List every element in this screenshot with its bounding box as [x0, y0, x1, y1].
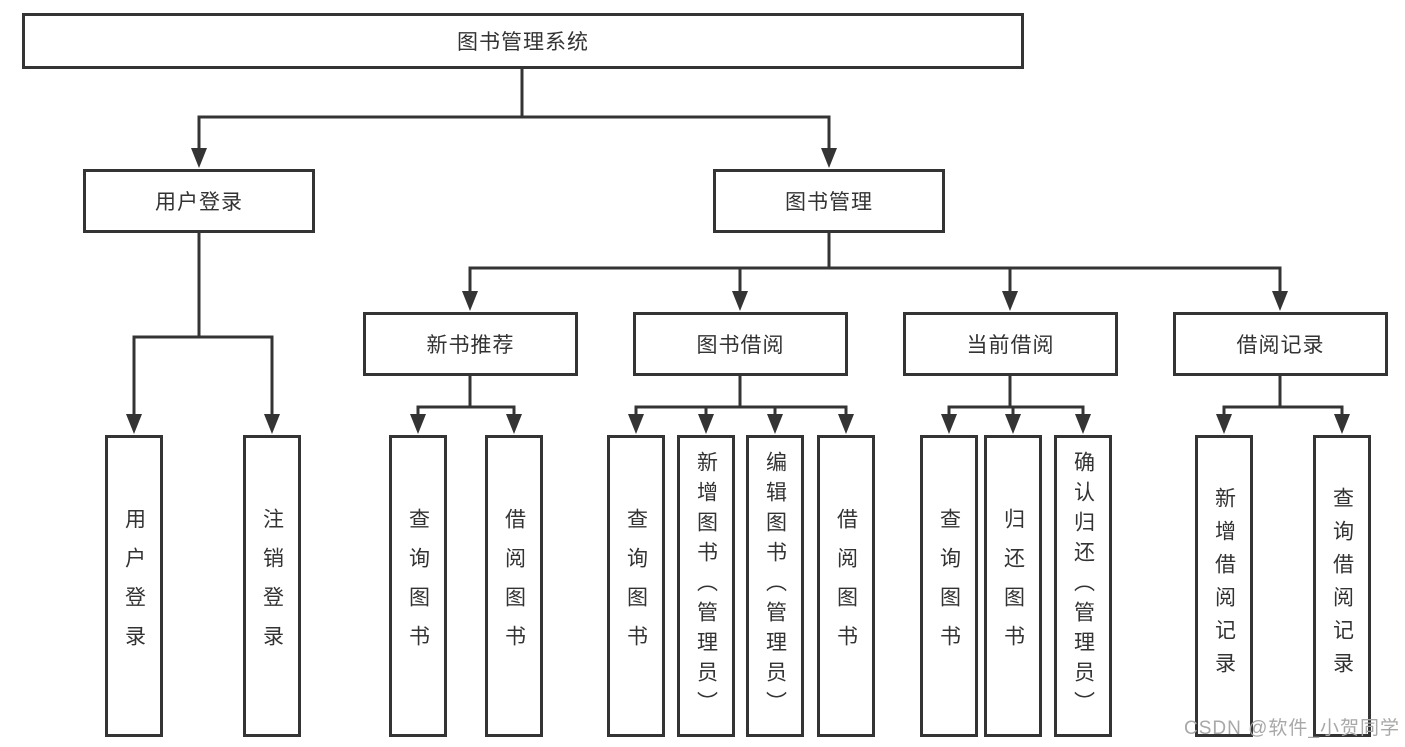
root-connector — [191, 67, 837, 168]
node-borrow-record: 借阅记录 — [1173, 312, 1388, 376]
book-borrow-connector — [628, 374, 854, 434]
node-query-borrow-record: 查询借阅记录 — [1313, 435, 1371, 737]
node-borrow-books-new: 借阅图书 — [485, 435, 543, 737]
node-root: 图书管理系统 — [22, 13, 1024, 69]
borrow-record-connector — [1216, 374, 1350, 434]
watermark: CSDN @软件_小贺同学 — [1184, 718, 1400, 739]
node-add-books-admin: 新增图书（管理员） — [677, 435, 735, 737]
node-query-books-new: 查询图书 — [389, 435, 447, 737]
node-borrow-books-borrow: 借阅图书 — [817, 435, 875, 737]
new-books-connector — [410, 374, 522, 434]
node-book-management: 图书管理 — [713, 169, 945, 233]
book-management-connector — [462, 231, 1288, 311]
node-user-login: 用户登录 — [83, 169, 315, 233]
node-new-books: 新书推荐 — [363, 312, 578, 376]
node-logout-leaf: 注销登录 — [243, 435, 301, 737]
node-add-borrow-record: 新增借阅记录 — [1195, 435, 1253, 737]
node-edit-books-admin: 编辑图书（管理员） — [746, 435, 804, 737]
current-borrow-connector — [941, 374, 1091, 434]
node-return-books: 归还图书 — [984, 435, 1042, 737]
node-user-login-leaf: 用户登录 — [105, 435, 163, 737]
user-login-connector — [126, 231, 280, 434]
node-confirm-return-admin: 确认归还（管理员） — [1054, 435, 1112, 737]
node-current-borrow: 当前借阅 — [903, 312, 1118, 376]
node-book-borrow: 图书借阅 — [633, 312, 848, 376]
node-query-books-current: 查询图书 — [920, 435, 978, 737]
node-query-books-borrow: 查询图书 — [607, 435, 665, 737]
